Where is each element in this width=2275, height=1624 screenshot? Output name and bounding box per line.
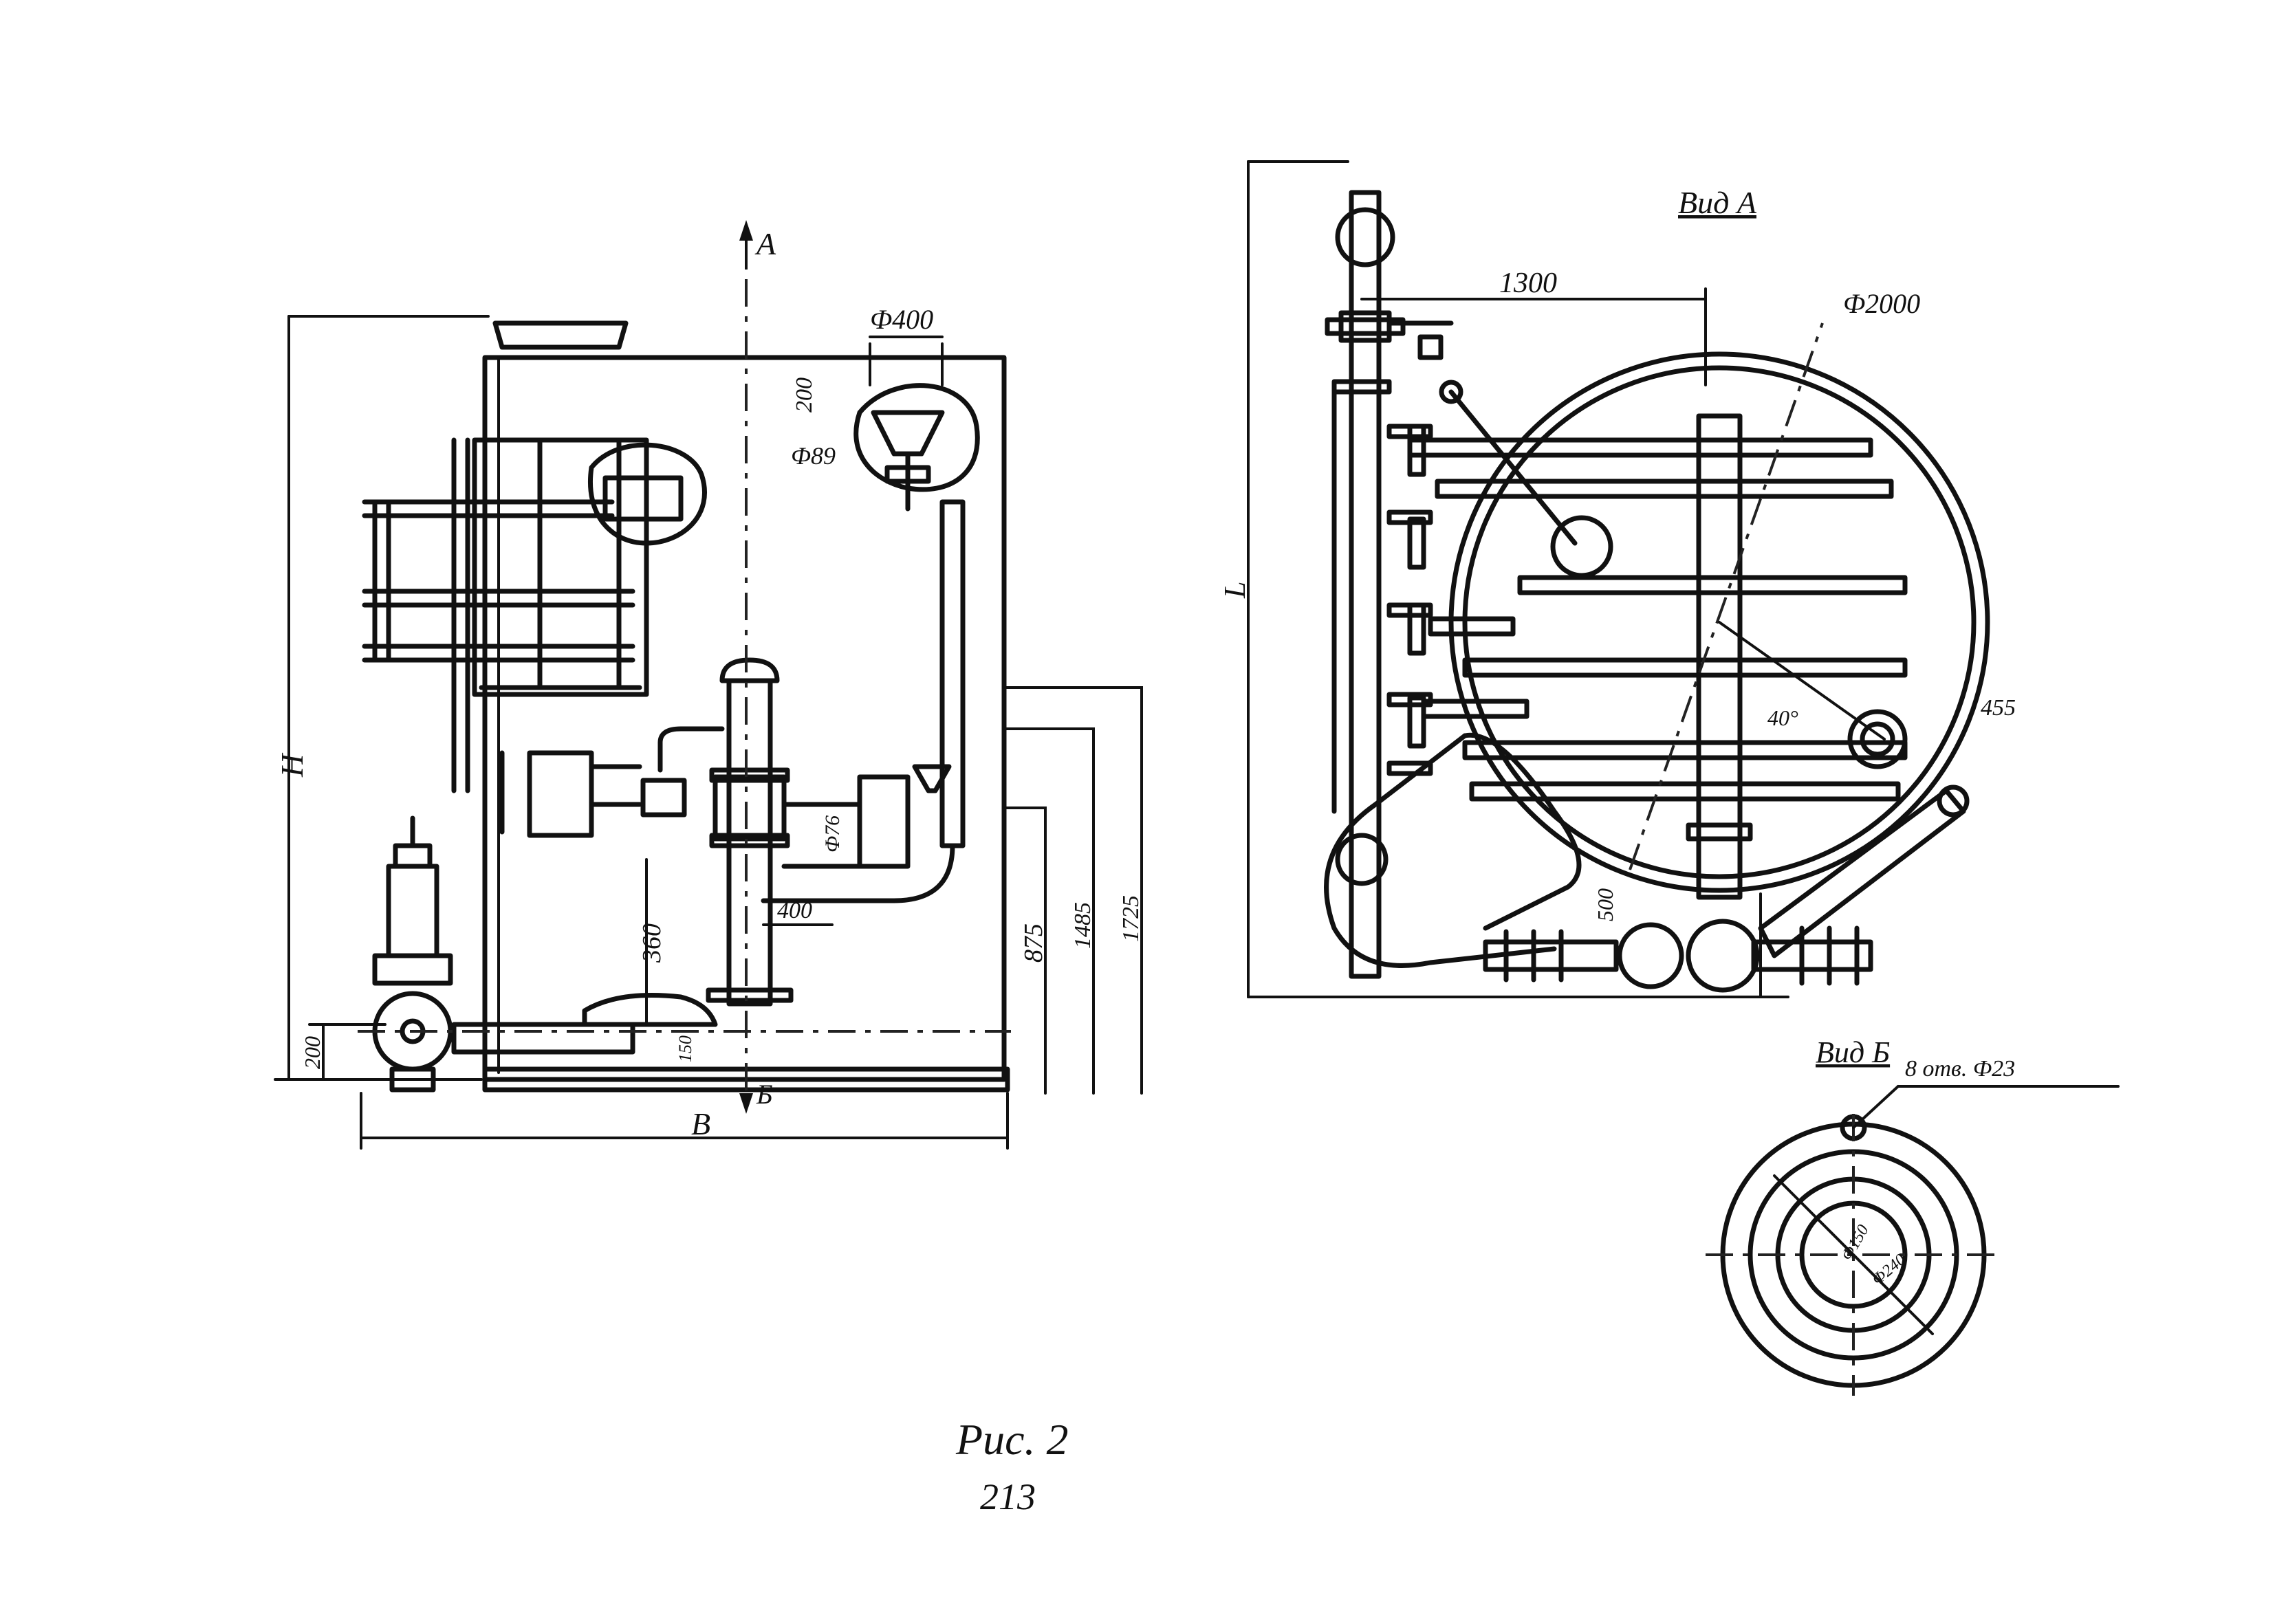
tank-top-lid: [492, 320, 629, 350]
marker-b: Б: [756, 1079, 773, 1110]
dim-1485: 1485: [1070, 902, 1096, 949]
view-b: Вид Б 8 отв. Ф23 Ф150 Ф240: [1706, 1035, 2120, 1396]
page-number: 213: [980, 1476, 1036, 1517]
outlet-pipe: [1758, 788, 1966, 958]
tank-circle-inner: [1462, 365, 1977, 879]
valve-left: [527, 750, 594, 838]
funnel: [871, 410, 945, 457]
dim-d76: Ф76: [821, 815, 844, 853]
dim-1725: 1725: [1118, 895, 1144, 942]
vertical-stack: [1325, 190, 1454, 979]
dim-455: 455: [1981, 695, 2016, 721]
dim-500: 500: [1593, 888, 1618, 921]
loop-pipe: [1324, 733, 1557, 968]
dim-400: 400: [777, 898, 812, 923]
gauge-ball: [1550, 515, 1613, 578]
holes-note: 8 отв. Ф23: [1905, 1056, 2015, 1082]
dim-200-top: 200: [792, 377, 817, 413]
bottom-valves: [1483, 919, 1873, 993]
dim-b: B: [691, 1106, 710, 1141]
dim-875: 875: [1019, 923, 1048, 963]
view-a-title: Вид А: [1678, 185, 1757, 220]
dim-d2000: Ф2000: [1843, 288, 1920, 319]
riser-pipe-right: [939, 499, 966, 848]
left-pump: [372, 815, 453, 1093]
dim-d89: Ф89: [791, 442, 836, 470]
elbow-pipe: [657, 726, 725, 773]
dim-l: L: [1218, 582, 1252, 599]
drain-tray: [582, 993, 718, 1027]
front-view: A Ф400 200 Ф89 H Ф76 400 360 875 1485 17…: [274, 220, 1144, 1150]
central-column: [706, 657, 794, 1007]
gauge-stem: [1448, 389, 1578, 546]
tank-circle-outer: [1448, 351, 1990, 893]
marker-a: A: [754, 226, 776, 261]
funnel-bubble: [853, 383, 980, 492]
dim-1300: 1300: [1499, 267, 1557, 299]
dim-h: H: [274, 752, 309, 778]
dim-360: 360: [638, 923, 666, 963]
view-b-title: Вид Б: [1816, 1035, 1890, 1069]
heater-rack: [362, 437, 649, 697]
detail-bubble: [588, 442, 707, 546]
tank-body: [482, 355, 1007, 1082]
figure-caption: Рис. 2: [955, 1415, 1069, 1464]
valve-right: [857, 774, 911, 869]
view-a: Вид А 1300 Ф2000 L 40° 455 500: [1218, 160, 2016, 998]
bottom-pipe: [451, 1022, 635, 1055]
dim-150: 150: [675, 1035, 695, 1062]
dim-200-base: 200: [300, 1036, 325, 1069]
dim-40deg: 40°: [1767, 705, 1798, 730]
manhole-ring: [1847, 709, 1908, 769]
central-riser: [1696, 413, 1743, 900]
dim-d400: Ф400: [870, 304, 933, 335]
sight-glass: [602, 475, 684, 522]
